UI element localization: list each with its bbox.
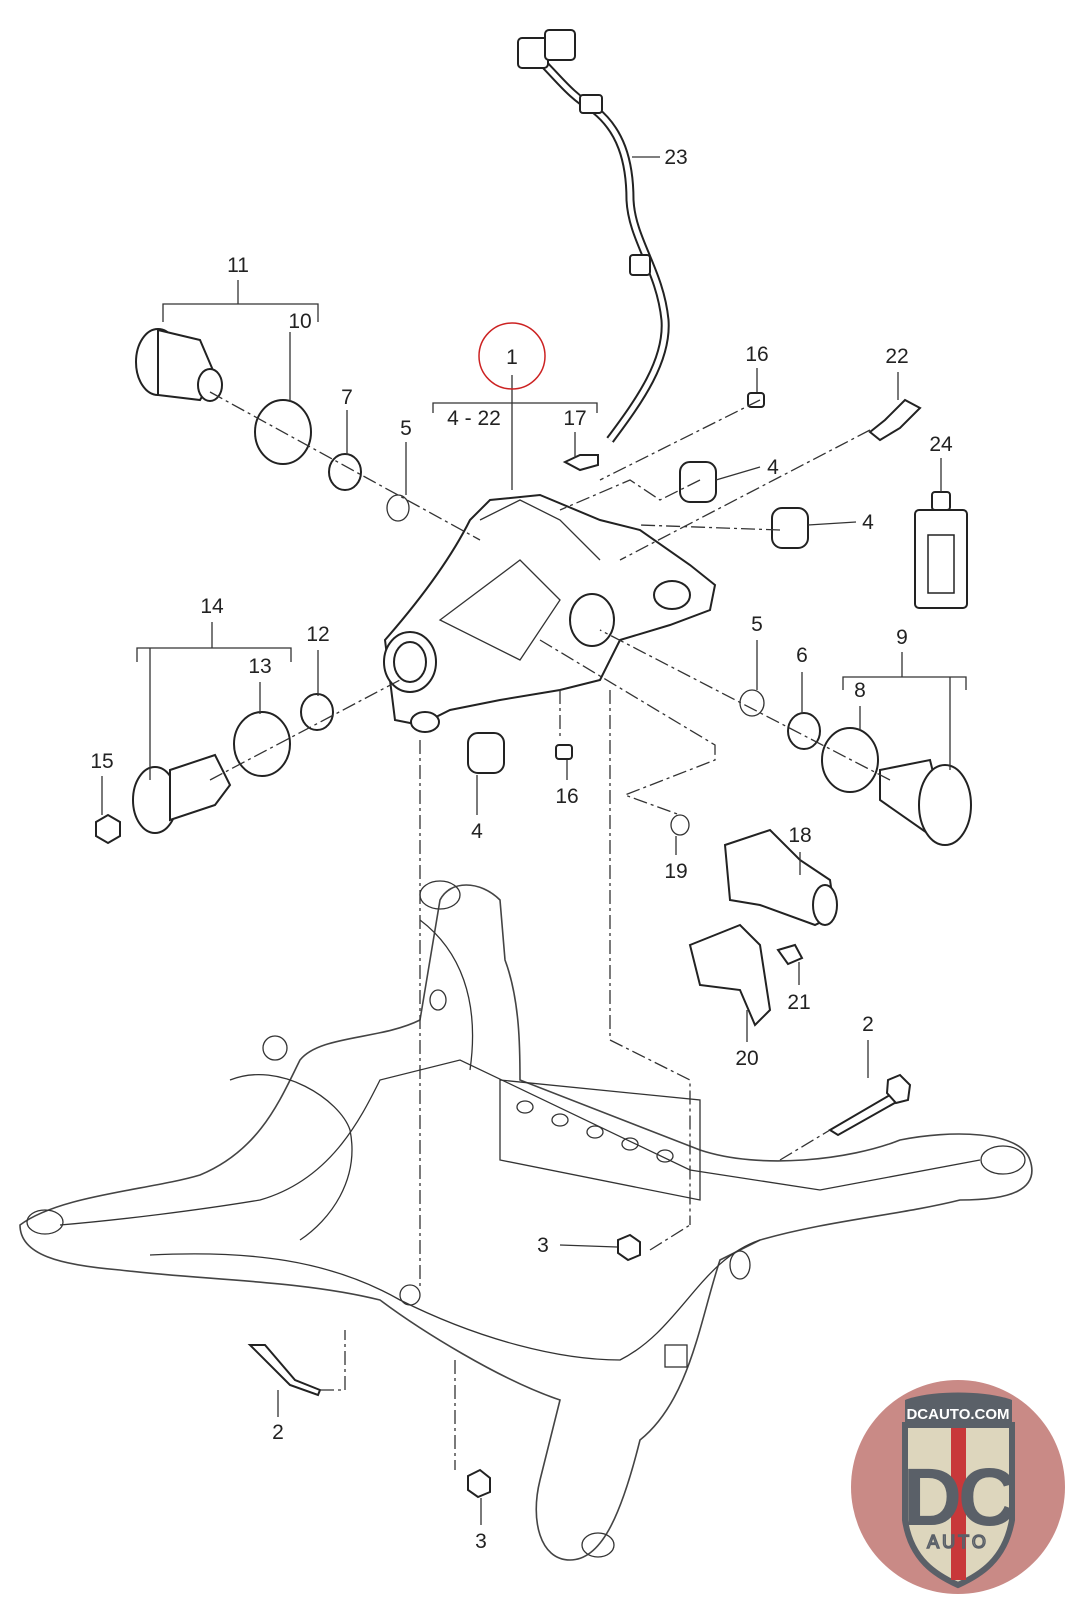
callout-label: 12 — [306, 623, 329, 646]
wiring-harness — [517, 29, 670, 443]
callout-label: 9 — [896, 626, 908, 649]
circlip-5b — [739, 689, 765, 717]
nut-3-lower — [467, 1468, 491, 1499]
bolt-21 — [776, 943, 804, 966]
seal-ring-13 — [233, 711, 291, 777]
highlight-circle — [478, 322, 546, 390]
callout-label: 16 — [555, 785, 578, 808]
callout-label: 4 — [862, 511, 874, 534]
dcauto-logo: DCAUTO.COM DC AUTO — [851, 1380, 1065, 1594]
callout-label: 4 — [471, 820, 483, 843]
output-flange-right — [879, 758, 972, 846]
callout-label: 8 — [854, 679, 866, 702]
oil-bottle-24 — [914, 491, 968, 609]
bearing-12 — [300, 693, 334, 731]
nut-3-upper — [617, 1233, 641, 1262]
callout-label: 24 — [929, 433, 953, 456]
callout-label: 3 — [475, 1530, 487, 1553]
callout-label: 11 — [227, 254, 249, 277]
callout-label: 13 — [248, 655, 271, 678]
callout-label: 14 — [200, 595, 224, 618]
callout-label: 20 — [735, 1047, 758, 1070]
callout-label: 4 - 22 — [447, 407, 501, 430]
callout-label: 19 — [664, 860, 687, 883]
callout-leaders — [101, 156, 967, 1525]
callout-label: 21 — [787, 991, 810, 1014]
output-flange-left-lower — [132, 753, 232, 834]
callout-label: 17 — [563, 407, 586, 430]
callout-label: 5 — [400, 417, 412, 440]
bushings-4 — [467, 461, 809, 774]
callout-label: 7 — [341, 386, 353, 409]
callout-label: 3 — [537, 1234, 549, 1257]
sensor-17 — [562, 454, 599, 472]
logo-main-text: DC — [903, 1452, 1015, 1543]
circlip-5 — [386, 494, 410, 522]
actuator-motor-18 — [723, 828, 838, 927]
differential-housing — [383, 493, 717, 733]
callout-label: 18 — [788, 824, 811, 847]
callout-label: 23 — [664, 146, 687, 169]
o-ring-19 — [670, 814, 690, 836]
vent-22 — [868, 398, 922, 442]
callout-label: 2 — [862, 1013, 874, 1036]
bolt-head-2-right — [885, 1073, 912, 1105]
output-flange-left-upper — [135, 328, 223, 402]
logo-sub-text: AUTO — [927, 1532, 989, 1552]
callout-label: 22 — [885, 345, 908, 368]
assembly-lines — [209, 391, 891, 1470]
callout-label: 16 — [745, 343, 768, 366]
nut-15 — [95, 813, 121, 845]
rear-subframe — [19, 880, 1033, 1561]
callout-label: 2 — [272, 1421, 284, 1444]
callout-label: 4 — [767, 456, 779, 479]
plug-16b — [555, 744, 573, 760]
bolt-2-right — [828, 1093, 903, 1137]
callout-label: 1 — [506, 346, 518, 369]
heat-shield-20 — [688, 923, 772, 1027]
callout-label: 5 — [751, 613, 763, 636]
callout-label: 10 — [288, 310, 311, 333]
logo-top-text: DCAUTO.COM — [906, 1406, 1009, 1423]
callout-label: 15 — [90, 750, 113, 773]
bolt-2-left — [247, 1344, 322, 1397]
bearing-7 — [328, 453, 362, 491]
callout-label: 6 — [796, 644, 808, 667]
bearing-6 — [787, 712, 821, 750]
